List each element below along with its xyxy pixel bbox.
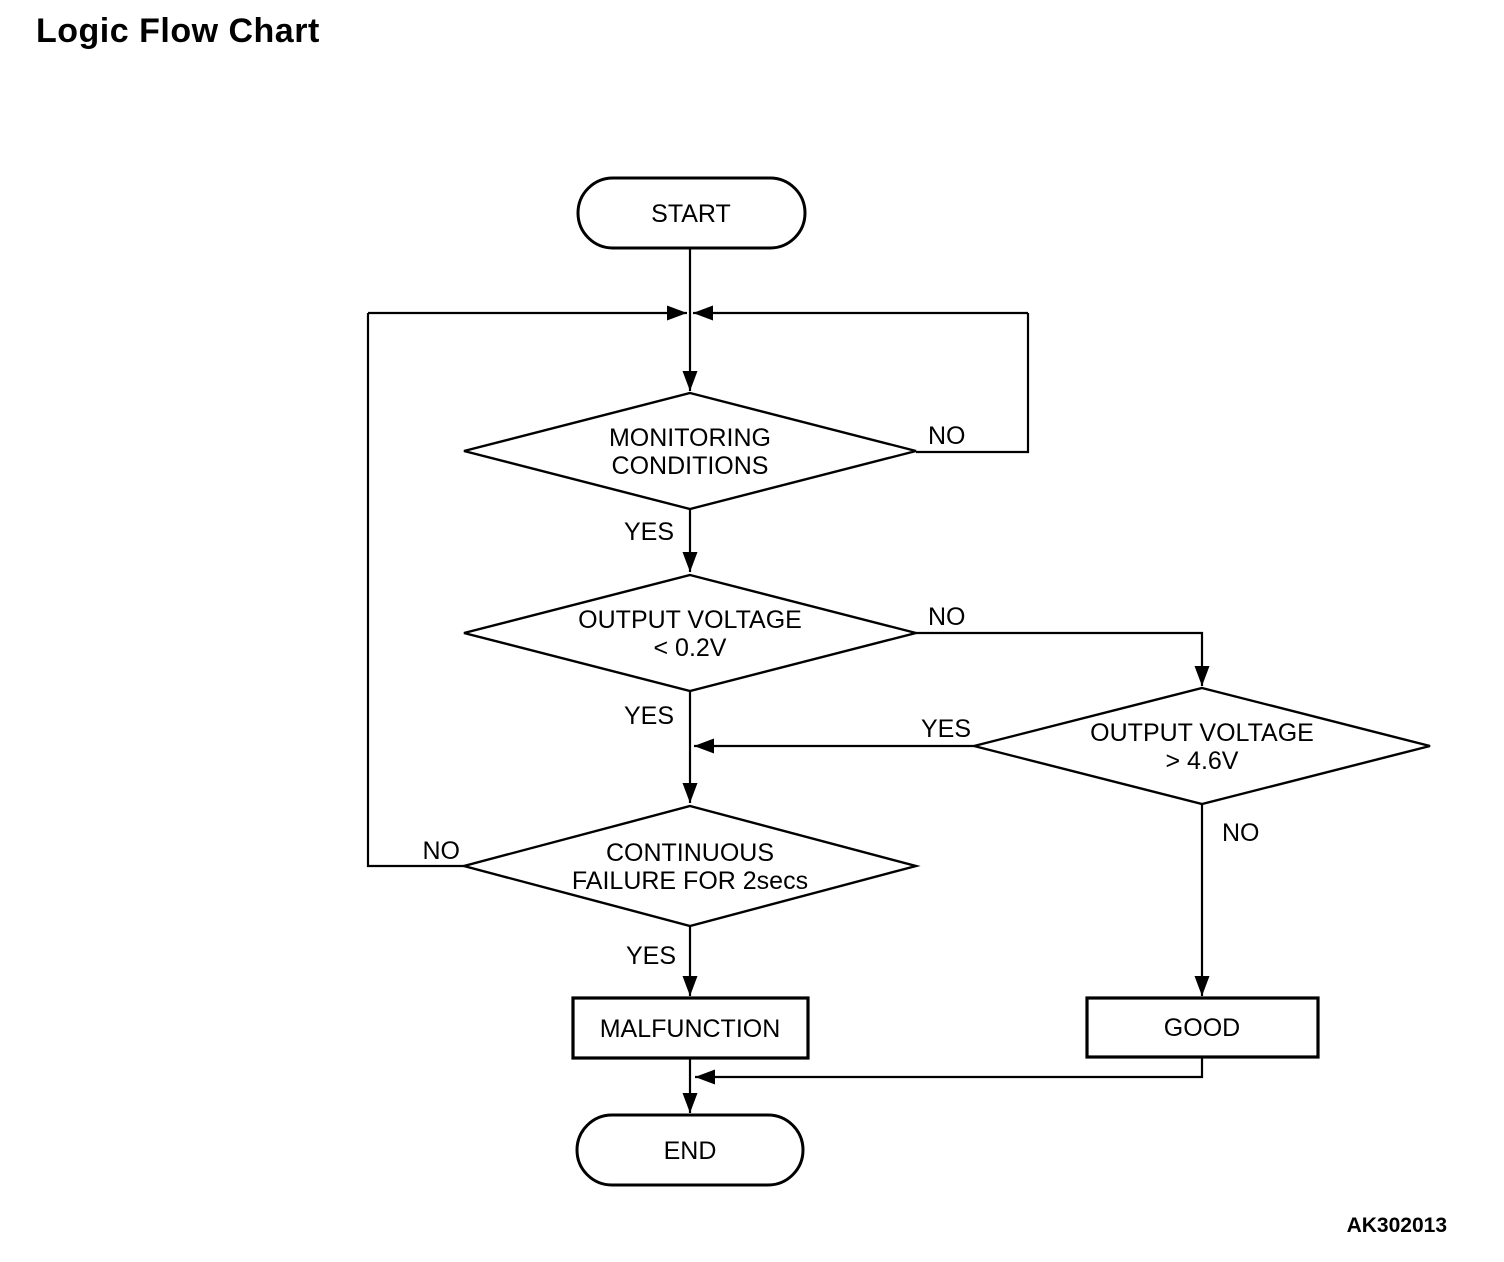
node-continuous-shape — [459, 804, 921, 928]
edge-monitoring-no-loop — [916, 313, 1030, 454]
node-voltage-high-shape — [973, 686, 1431, 806]
node-monitoring-label-line1: MONITORING — [609, 424, 771, 452]
label-monitoring-yes: YES — [624, 518, 674, 546]
edges — [366, 248, 1210, 1113]
label-voltage-low-no: NO — [928, 603, 966, 631]
node-voltage-low-label-line1: OUTPUT VOLTAGE — [578, 606, 802, 634]
label-voltage-low-yes: YES — [624, 702, 674, 730]
label-continuous-no: NO — [423, 837, 461, 865]
node-start-shape — [576, 176, 807, 250]
node-monitoring-label-line2: CONDITIONS — [612, 452, 769, 480]
label-voltage-high-no: NO — [1222, 819, 1260, 847]
nodes — [459, 176, 1431, 1187]
edge-continuous-no-loop — [366, 313, 464, 868]
node-monitoring-shape — [463, 391, 917, 511]
node-good-shape — [1085, 996, 1320, 1059]
node-end-label: END — [664, 1137, 717, 1165]
node-continuous-label-line1: CONTINUOUS — [606, 839, 774, 867]
node-voltage-low-label-line2: < 0.2V — [654, 634, 727, 662]
node-malfunction-shape — [571, 996, 810, 1060]
node-labels: START MONITORING CONDITIONS OUTPUT VOLTA… — [572, 200, 1314, 1165]
node-malfunction-label: MALFUNCTION — [600, 1015, 781, 1043]
label-monitoring-no: NO — [928, 422, 966, 450]
label-voltage-high-yes: YES — [921, 715, 971, 743]
node-continuous-label-line2: FAILURE FOR 2secs — [572, 867, 808, 895]
node-voltage-low-shape — [463, 573, 917, 693]
node-voltage-high-label-line2: > 4.6V — [1166, 747, 1239, 775]
figure-code: AK302013 — [1346, 1214, 1447, 1237]
node-start-label: START — [651, 200, 731, 228]
node-end-shape — [575, 1113, 805, 1187]
edge-good-to-end — [695, 1057, 1204, 1085]
page-title: Logic Flow Chart — [36, 12, 320, 50]
node-good-label: GOOD — [1164, 1014, 1240, 1042]
node-voltage-high-label-line1: OUTPUT VOLTAGE — [1090, 719, 1314, 747]
edge-labels: NO YES NO YES YES NO NO YES — [423, 422, 1260, 970]
edge-voltage-low-no — [916, 631, 1210, 686]
label-continuous-yes: YES — [626, 942, 676, 970]
